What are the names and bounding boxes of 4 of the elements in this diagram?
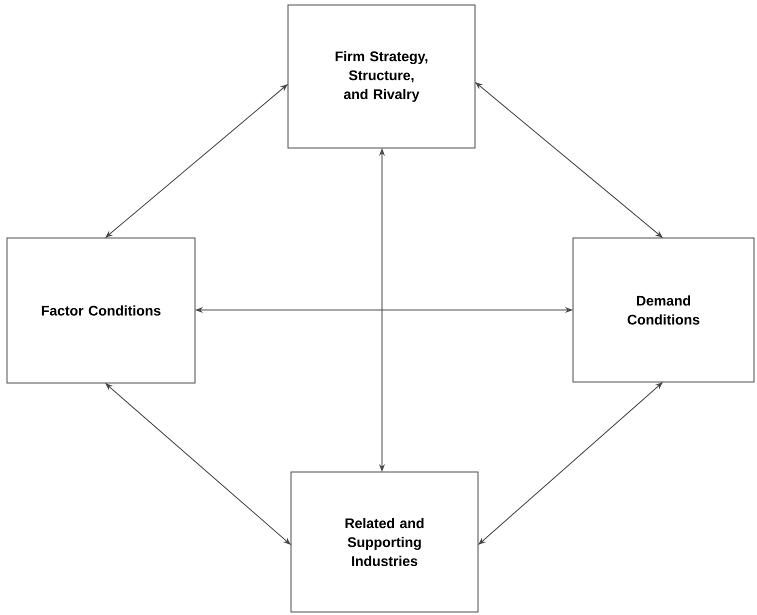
- factor-box: Related and Supporting Industries: [290, 472, 478, 612]
- factor-box: Factor Conditions: [6, 238, 196, 384]
- factor-box: Firm Strategy, Structure, and Rivalry: [288, 4, 476, 148]
- factor-box: Demand Conditions: [572, 238, 754, 382]
